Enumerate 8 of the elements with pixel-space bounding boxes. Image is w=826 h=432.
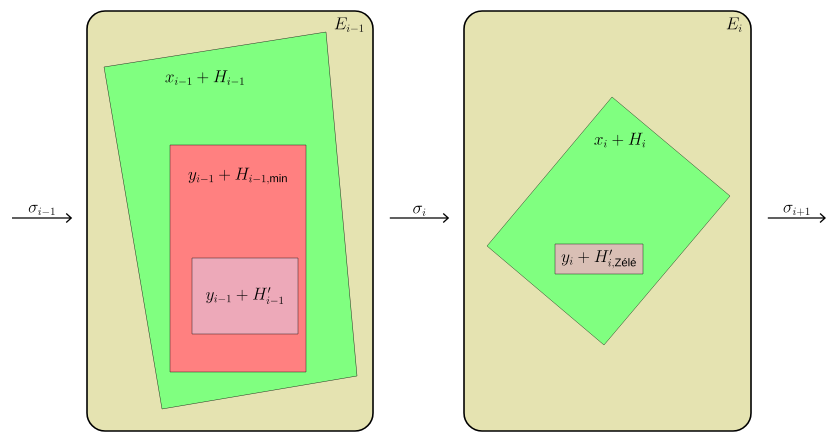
edge-label: $\sigma_i$ [413,206,426,216]
region-box: $y_{i-1}+H'_{i-1}$ [192,258,298,334]
edge-label: $\sigma_{i+1}$ [784,204,810,216]
arrow [768,213,826,223]
arrow [12,213,72,223]
region-box: $y_i+H'_{i,\mathrm{Zélé}}$ [554,244,644,274]
arrow [390,213,450,223]
edge-label: $\sigma_{i-1}$ [28,204,55,215]
